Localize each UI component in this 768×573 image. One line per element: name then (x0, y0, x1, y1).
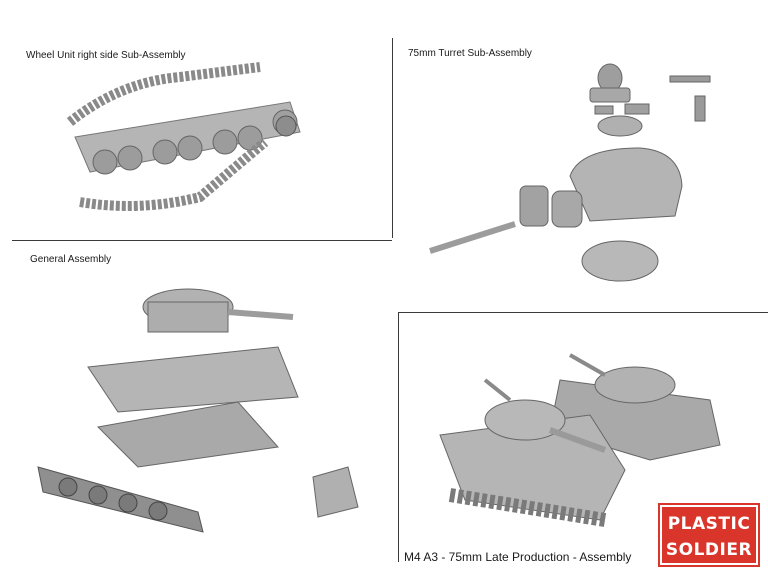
wheel-unit-caption: Wheel Unit right side Sub-Assembly (26, 50, 186, 61)
logo-line-1: PLASTIC (667, 514, 751, 534)
general-assembly-caption: General Assembly (30, 254, 112, 265)
model-assembly-caption: M4 A3 - 75mm Late Production - Assembly (404, 550, 632, 564)
horizontal-divider-right (398, 312, 768, 313)
vertical-divider-top (392, 38, 393, 238)
horizontal-divider-left (12, 240, 392, 241)
vertical-divider-bottom (398, 312, 399, 562)
turret-caption: 75mm Turret Sub-Assembly (408, 48, 532, 59)
turret-subassembly-illustration (429, 63, 711, 282)
plastic-soldier-logo: PLASTIC SOLDIER (658, 503, 760, 567)
assembled-model-illustration (439, 353, 721, 527)
general-assembly-illustration (37, 288, 359, 533)
logo-line-2: SOLDIER (665, 540, 753, 560)
wheel-unit-illustration (66, 62, 301, 211)
